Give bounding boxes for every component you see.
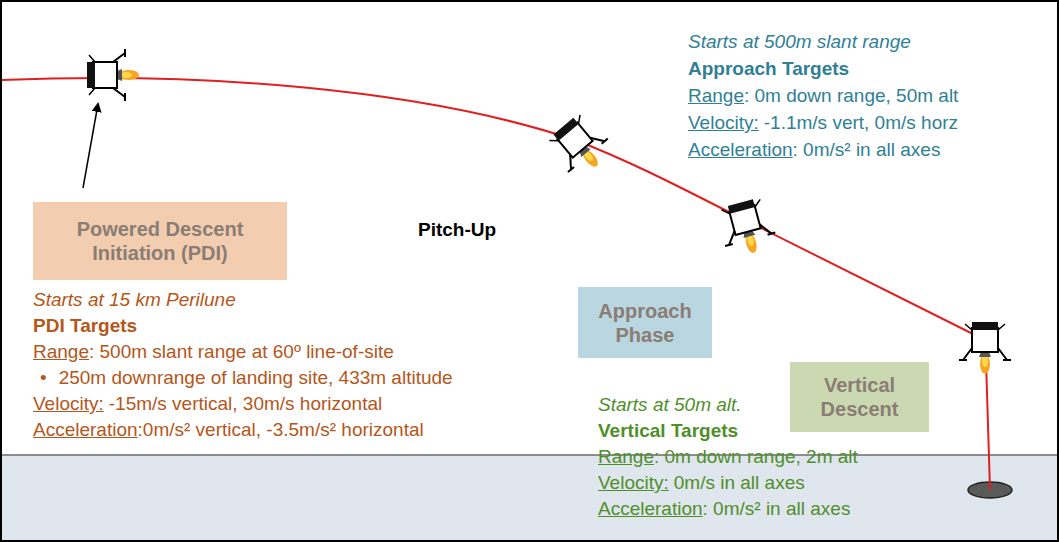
phase-start-note: Starts at 15 km Perilune [33, 289, 236, 310]
text-row: Approach Targets [688, 57, 849, 81]
target-value: -15m/s vertical, 30m/s horizontal [109, 393, 383, 414]
lander-icon [959, 322, 1011, 374]
text-row: Range: 0m down range, 2m alt [598, 445, 858, 469]
text-row: Range: 500m slant range at 60º line-of-s… [33, 340, 394, 364]
vertical-path [986, 360, 990, 490]
phase-title: Vertical Descent [790, 373, 929, 421]
phase-title: Approach Phase [578, 299, 712, 347]
phase-title: Powered Descent Initiation (PDI) [33, 217, 287, 265]
target-key: Velocity: [598, 472, 669, 493]
text-row: Starts at 15 km Perilune [33, 288, 236, 312]
target-value: : 0m down range, 50m alt [744, 85, 958, 106]
target-key: Acceleration [33, 419, 138, 440]
text-row: Acceleration:0m/s² vertical, -3.5m/s² ho… [33, 418, 424, 442]
text-row: Vertical Targets [598, 419, 738, 443]
phase-box: Powered Descent Initiation (PDI) [33, 202, 287, 280]
targets-heading: PDI Targets [33, 315, 137, 336]
text-row: Velocity:-1.1m/s vert, 0m/s horz [688, 111, 958, 135]
text-row: Starts at 500m slant range [688, 30, 911, 54]
text-row: Acceleration: 0m/s² in all axes [598, 497, 850, 521]
target-value: • [40, 367, 47, 388]
phase-box: Approach Phase [578, 287, 712, 358]
targets-heading: Approach Targets [688, 58, 849, 79]
lander-icon [544, 109, 617, 182]
lander-icon [715, 196, 779, 260]
target-key: Range [688, 85, 744, 106]
lander-icon [87, 49, 139, 101]
target-value: 0m/s in all axes [674, 472, 805, 493]
target-value: : 0m/s² in all axes [703, 498, 851, 519]
target-value: : 0m/s² in all axes [793, 139, 941, 160]
stage-label: Pitch-Up [418, 219, 496, 240]
target-key: Range [33, 341, 89, 362]
text-row: Range: 0m down range, 50m alt [688, 84, 958, 108]
target-value: : 500m slant range at 60º line-of-site [89, 341, 394, 362]
target-key: Acceleration [688, 139, 793, 160]
target-key: Acceleration [598, 498, 703, 519]
text-row: PDI Targets [33, 314, 137, 338]
text-row: • 250m downrange of landing site, 433m al… [40, 366, 453, 390]
target-value: -1.1m/s vert, 0m/s horz [764, 112, 958, 133]
pointer-arrow [83, 104, 98, 188]
target-value: :0m/s² vertical, -3.5m/s² horizontal [138, 419, 424, 440]
target-key: Velocity: [33, 393, 104, 414]
phase-start-note: Starts at 500m slant range [688, 31, 911, 52]
text-row: Acceleration: 0m/s² in all axes [688, 138, 940, 162]
text-row: Starts at 50m alt. [598, 393, 742, 417]
target-value: : 0m down range, 2m alt [654, 446, 858, 467]
bullet-text: 250m downrange of landing site, 433m alt… [59, 367, 453, 388]
phase-start-note: Starts at 50m alt. [598, 394, 742, 415]
target-key: Range [598, 446, 654, 467]
phase-box: Vertical Descent [790, 362, 929, 432]
text-row: Pitch-Up [418, 218, 496, 242]
text-row: Velocity:0m/s in all axes [598, 471, 805, 495]
text-row: Velocity:-15m/s vertical, 30m/s horizont… [33, 392, 382, 416]
target-key: Velocity: [688, 112, 759, 133]
lunar-ground [0, 455, 1059, 542]
trajectory [2, 78, 985, 340]
targets-heading: Vertical Targets [598, 420, 738, 441]
